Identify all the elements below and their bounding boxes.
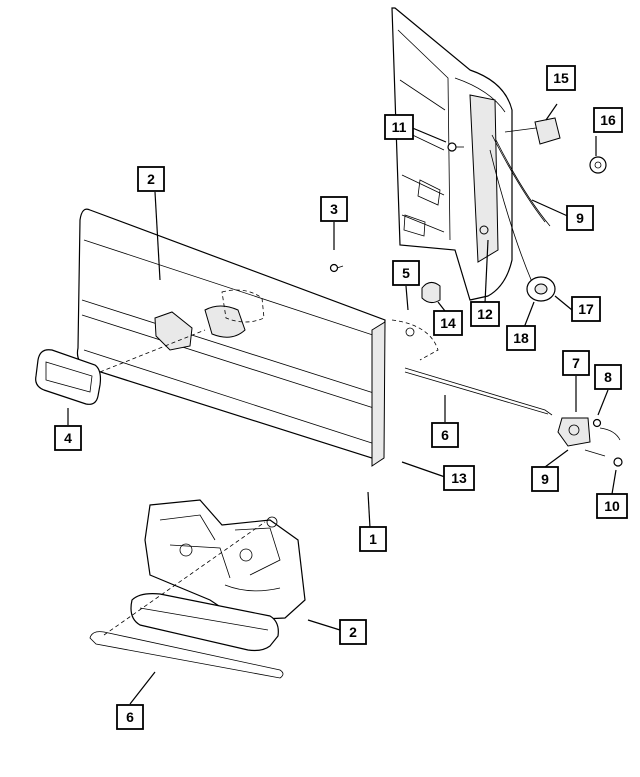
callout-label: 9 [576, 210, 584, 226]
callout-label: 11 [392, 119, 407, 135]
callout-label: 2 [147, 171, 155, 187]
callout-label: 10 [604, 498, 620, 514]
callout-label: 13 [451, 470, 467, 486]
callout-13: 13 [443, 465, 475, 491]
callout-3: 3 [320, 196, 348, 222]
callout-label: 1 [369, 531, 377, 547]
callout-label: 12 [477, 306, 493, 322]
rod-upper-edge [404, 371, 549, 415]
callout-11: 11 [384, 114, 414, 140]
wiring-harness [489, 134, 551, 283]
callout-12: 12 [470, 301, 500, 327]
tailgate-panel [76, 208, 386, 467]
callout-label: 17 [578, 301, 594, 317]
callout-6-lower: 6 [116, 704, 144, 730]
callout-18: 18 [506, 325, 536, 351]
leader-lines [67, 103, 617, 705]
screw-3 [329, 263, 344, 273]
bumper-part [421, 282, 441, 304]
callout-17: 17 [571, 296, 601, 322]
pivot-alignment [391, 319, 439, 361]
callout-label: 7 [572, 355, 580, 371]
connector-part [504, 117, 561, 145]
screw-10 [613, 457, 623, 467]
rod-alignment [103, 521, 266, 636]
bezel-alignment [99, 329, 206, 373]
callout-label: 18 [513, 330, 529, 346]
callout-label: 6 [441, 427, 449, 443]
callout-16: 16 [593, 107, 623, 133]
screw-part [447, 142, 464, 152]
callout-10: 10 [596, 493, 628, 519]
callout-7: 7 [562, 350, 590, 376]
callout-label: 4 [64, 430, 72, 446]
callout-label: 3 [330, 201, 338, 217]
screw-8 [592, 418, 602, 428]
truck-bed-body [391, 7, 513, 301]
callout-label: 5 [402, 265, 410, 281]
callout-14: 14 [433, 310, 463, 336]
callout-9-lower: 9 [531, 466, 559, 492]
callout-label: 8 [604, 369, 612, 385]
handle-grip [130, 593, 279, 652]
callout-label: 14 [440, 315, 456, 331]
callout-4: 4 [54, 425, 82, 451]
latch-part [557, 417, 591, 447]
rod-lower [89, 631, 284, 679]
fastener-part [479, 225, 489, 235]
callout-8: 8 [594, 364, 622, 390]
link-rod [584, 427, 621, 457]
callout-2-upper: 2 [137, 166, 165, 192]
callout-1: 1 [359, 526, 387, 552]
callout-label: 6 [126, 709, 134, 725]
callout-9-upper: 9 [566, 205, 594, 231]
callout-2-lower: 2 [339, 619, 367, 645]
rod-upper [404, 367, 553, 416]
callout-6-upper: 6 [431, 422, 459, 448]
handle-bezel [35, 349, 102, 405]
lamp-part [526, 276, 556, 302]
grommet-part [589, 156, 607, 174]
callout-label: 15 [553, 70, 569, 86]
callout-5: 5 [392, 260, 420, 286]
handle-mechanism [144, 499, 306, 621]
callout-label: 2 [349, 624, 357, 640]
callout-15: 15 [546, 65, 576, 91]
callout-label: 16 [600, 112, 616, 128]
callout-label: 9 [541, 471, 549, 487]
pivot-hole [405, 327, 415, 337]
